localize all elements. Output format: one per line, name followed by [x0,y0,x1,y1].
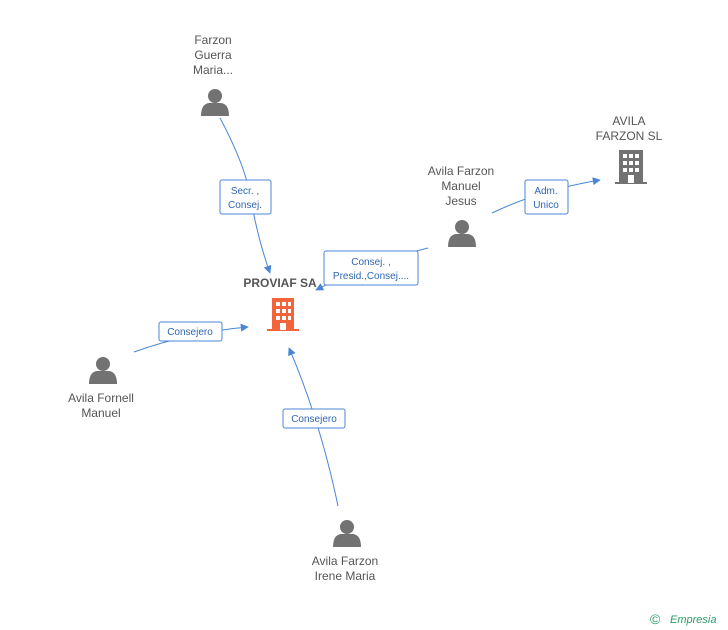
node-label-line: Farzon [194,33,231,47]
node-label-line: Avila Fornell [68,391,134,405]
node-label-line: Avila Farzon [428,164,494,178]
node-avila-farzon-sl[interactable]: AVILA FARZON SL [596,114,663,184]
edge-label-line: Consej. [228,200,262,211]
edge-label-line: Consejero [291,414,337,425]
person-icon [448,220,476,247]
edges [133,117,601,507]
empresia-watermark: © Empresia [650,611,716,627]
building-icon [615,150,647,184]
edge-label-line: Adm. [534,186,557,197]
person-icon [89,357,117,384]
edge-label-line: Presid.,Consej.... [333,271,409,282]
building-icon [267,298,299,331]
edge-label-consej-presid[interactable]: Consej. , Presid.,Consej.... [323,250,419,286]
copyright-icon: © [650,611,661,627]
edge-label-line: Consejero [167,327,213,338]
node-proviaf-sa[interactable]: PROVIAF SA [243,276,317,331]
node-label-line: Guerra [194,48,232,62]
node-farzon-guerra[interactable]: Farzon Guerra Maria... [193,33,233,116]
node-label-line: Maria... [193,63,233,77]
edge-label-consejero-left[interactable]: Consejero [158,321,223,342]
person-icon [333,520,361,547]
node-label-line: AVILA [612,114,645,128]
node-label-line: FARZON SL [596,129,663,143]
edge-label-consejero-bottom[interactable]: Consejero [282,408,346,429]
node-avila-manuel-jesus[interactable]: Avila Farzon Manuel Jesus [428,164,494,247]
node-label-line: Jesus [445,194,476,208]
person-icon [201,89,229,116]
node-avila-irene[interactable]: Avila Farzon Irene Maria [312,520,378,583]
node-label-line: Irene Maria [315,569,376,583]
node-avila-fornell[interactable]: Avila Fornell Manuel [68,357,134,420]
brand-logo: Empresia [670,614,716,626]
edge-label-line: Secr. , [231,186,259,197]
edge-label-line: Consej. , [351,257,390,268]
edge-label-adm-unico[interactable]: Adm. Unico [524,179,569,215]
node-label-line: Manuel [441,179,480,193]
edge-label-secr[interactable]: Secr. , Consej. [219,179,272,215]
node-label-main: PROVIAF SA [243,276,317,290]
edge-label-line: Unico [533,200,559,211]
node-label-line: Manuel [81,406,120,420]
node-label-line: Avila Farzon [312,554,378,568]
